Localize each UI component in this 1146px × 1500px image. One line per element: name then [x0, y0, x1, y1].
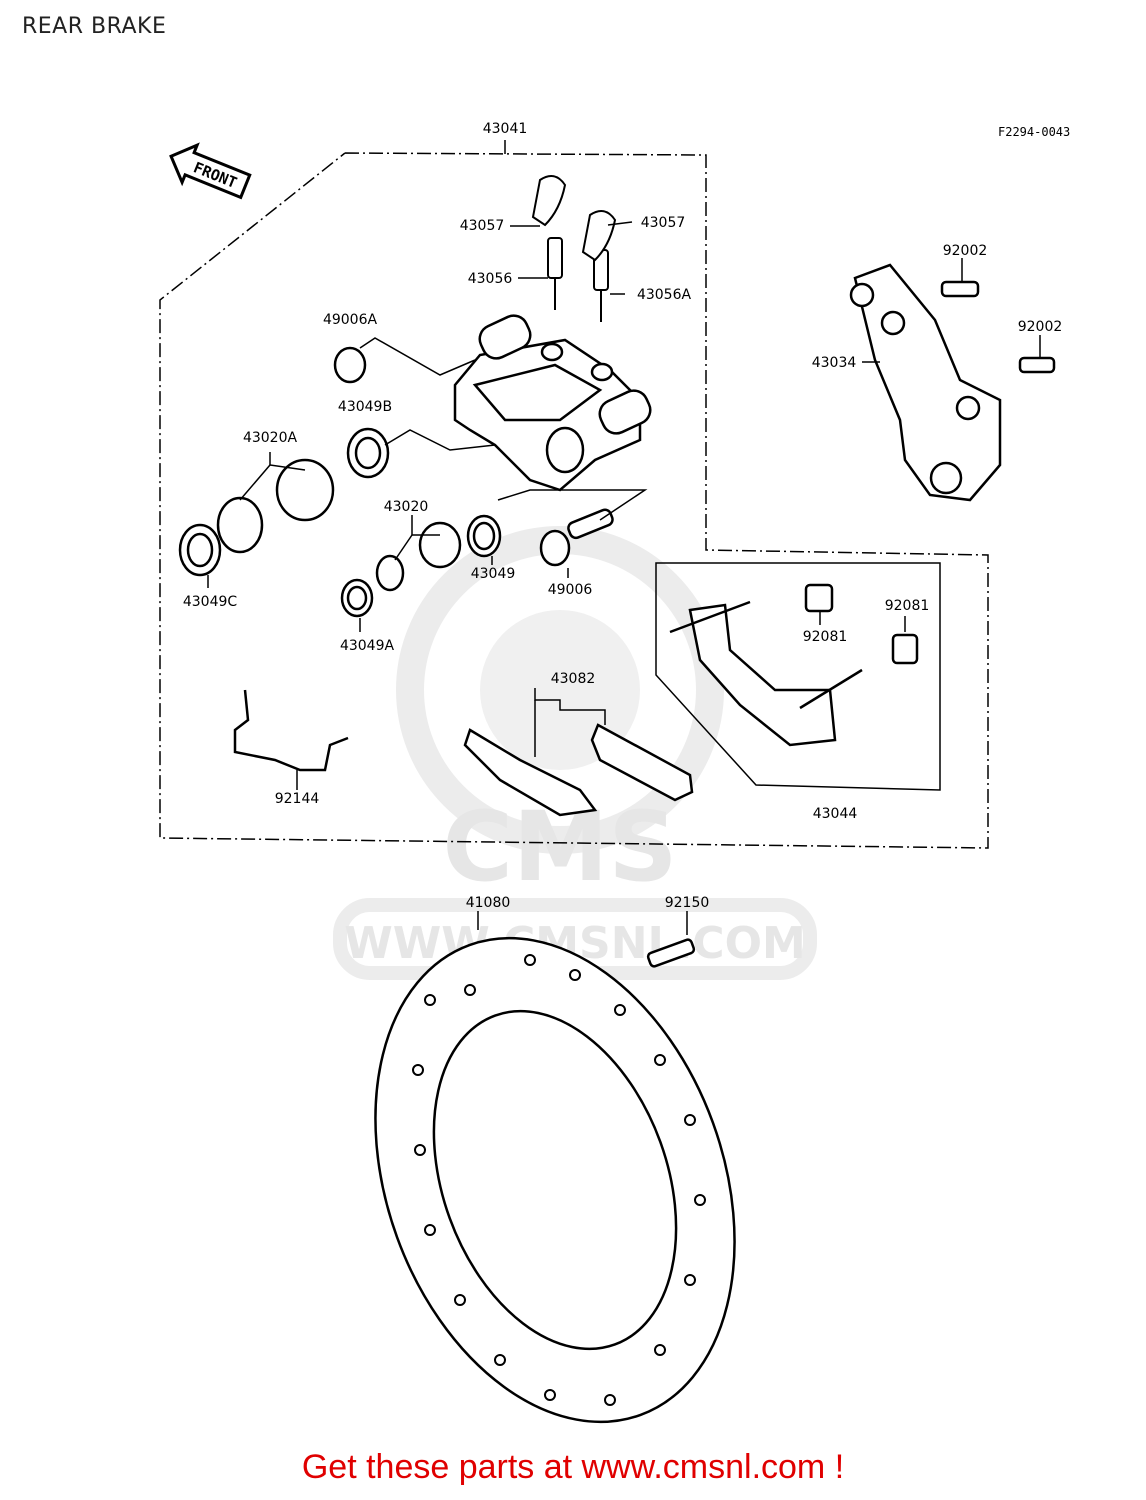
part-label[interactable]: 43056A — [637, 287, 692, 303]
caliper-body — [453, 314, 652, 492]
part-label[interactable]: 92002 — [943, 243, 988, 259]
part-label[interactable]: 43049 — [471, 566, 516, 582]
part-label[interactable]: 43049C — [183, 594, 238, 610]
part-label[interactable]: 43049B — [338, 399, 392, 415]
footer-link[interactable]: Get these parts at www.cmsnl.com ! — [301, 1448, 845, 1486]
part-label[interactable]: 43056 — [468, 271, 513, 287]
part-label[interactable]: 92081 — [803, 629, 848, 645]
part-label[interactable]: 92002 — [1018, 319, 1063, 335]
part-label[interactable]: 43020 — [384, 499, 429, 515]
caliper-assembly-outline — [159, 152, 989, 849]
part-label[interactable]: 49006A — [323, 312, 378, 328]
part-labels: 43041 43057 43057 43056 43056A 49006A 43… — [183, 121, 1062, 911]
figure-code: F2294-0043 — [998, 125, 1070, 139]
seals-and-pistons — [178, 346, 614, 618]
leader-lines — [207, 221, 1041, 935]
caliper-bracket-43034 — [849, 263, 1056, 502]
part-label[interactable]: 43044 — [813, 806, 858, 822]
caliper-mount-43044 — [669, 583, 919, 747]
part-label[interactable]: 92144 — [275, 791, 320, 807]
part-label[interactable]: 43041 — [483, 121, 528, 137]
part-label[interactable]: 43057 — [460, 218, 505, 234]
part-label[interactable]: 41080 — [466, 895, 511, 911]
part-label[interactable]: 43057 — [641, 215, 686, 231]
part-label[interactable]: 43082 — [551, 671, 596, 687]
part-label[interactable]: 43020A — [243, 430, 298, 446]
pad-spring-92144 — [233, 689, 349, 772]
brake-disc-41080 — [374, 936, 736, 1424]
parts-diagram: CMS WWW.CMSNL.COM F2294-0043 FRONT — [159, 121, 1070, 1424]
front-arrow-icon: FRONT — [169, 142, 252, 200]
part-label[interactable]: 43034 — [812, 355, 857, 371]
part-label[interactable]: 43049A — [340, 638, 395, 654]
brake-pads-43082 — [463, 723, 694, 817]
page-title: REAR BRAKE — [22, 14, 167, 39]
bracket-subgroup-outline — [655, 562, 941, 791]
bleeder-valves — [531, 175, 617, 322]
part-label[interactable]: 92081 — [885, 598, 930, 614]
part-label[interactable]: 92150 — [665, 895, 710, 911]
footer-cta[interactable]: Get these parts at www.cmsnl.com ! — [0, 1448, 1146, 1487]
part-label[interactable]: 49006 — [548, 582, 593, 598]
